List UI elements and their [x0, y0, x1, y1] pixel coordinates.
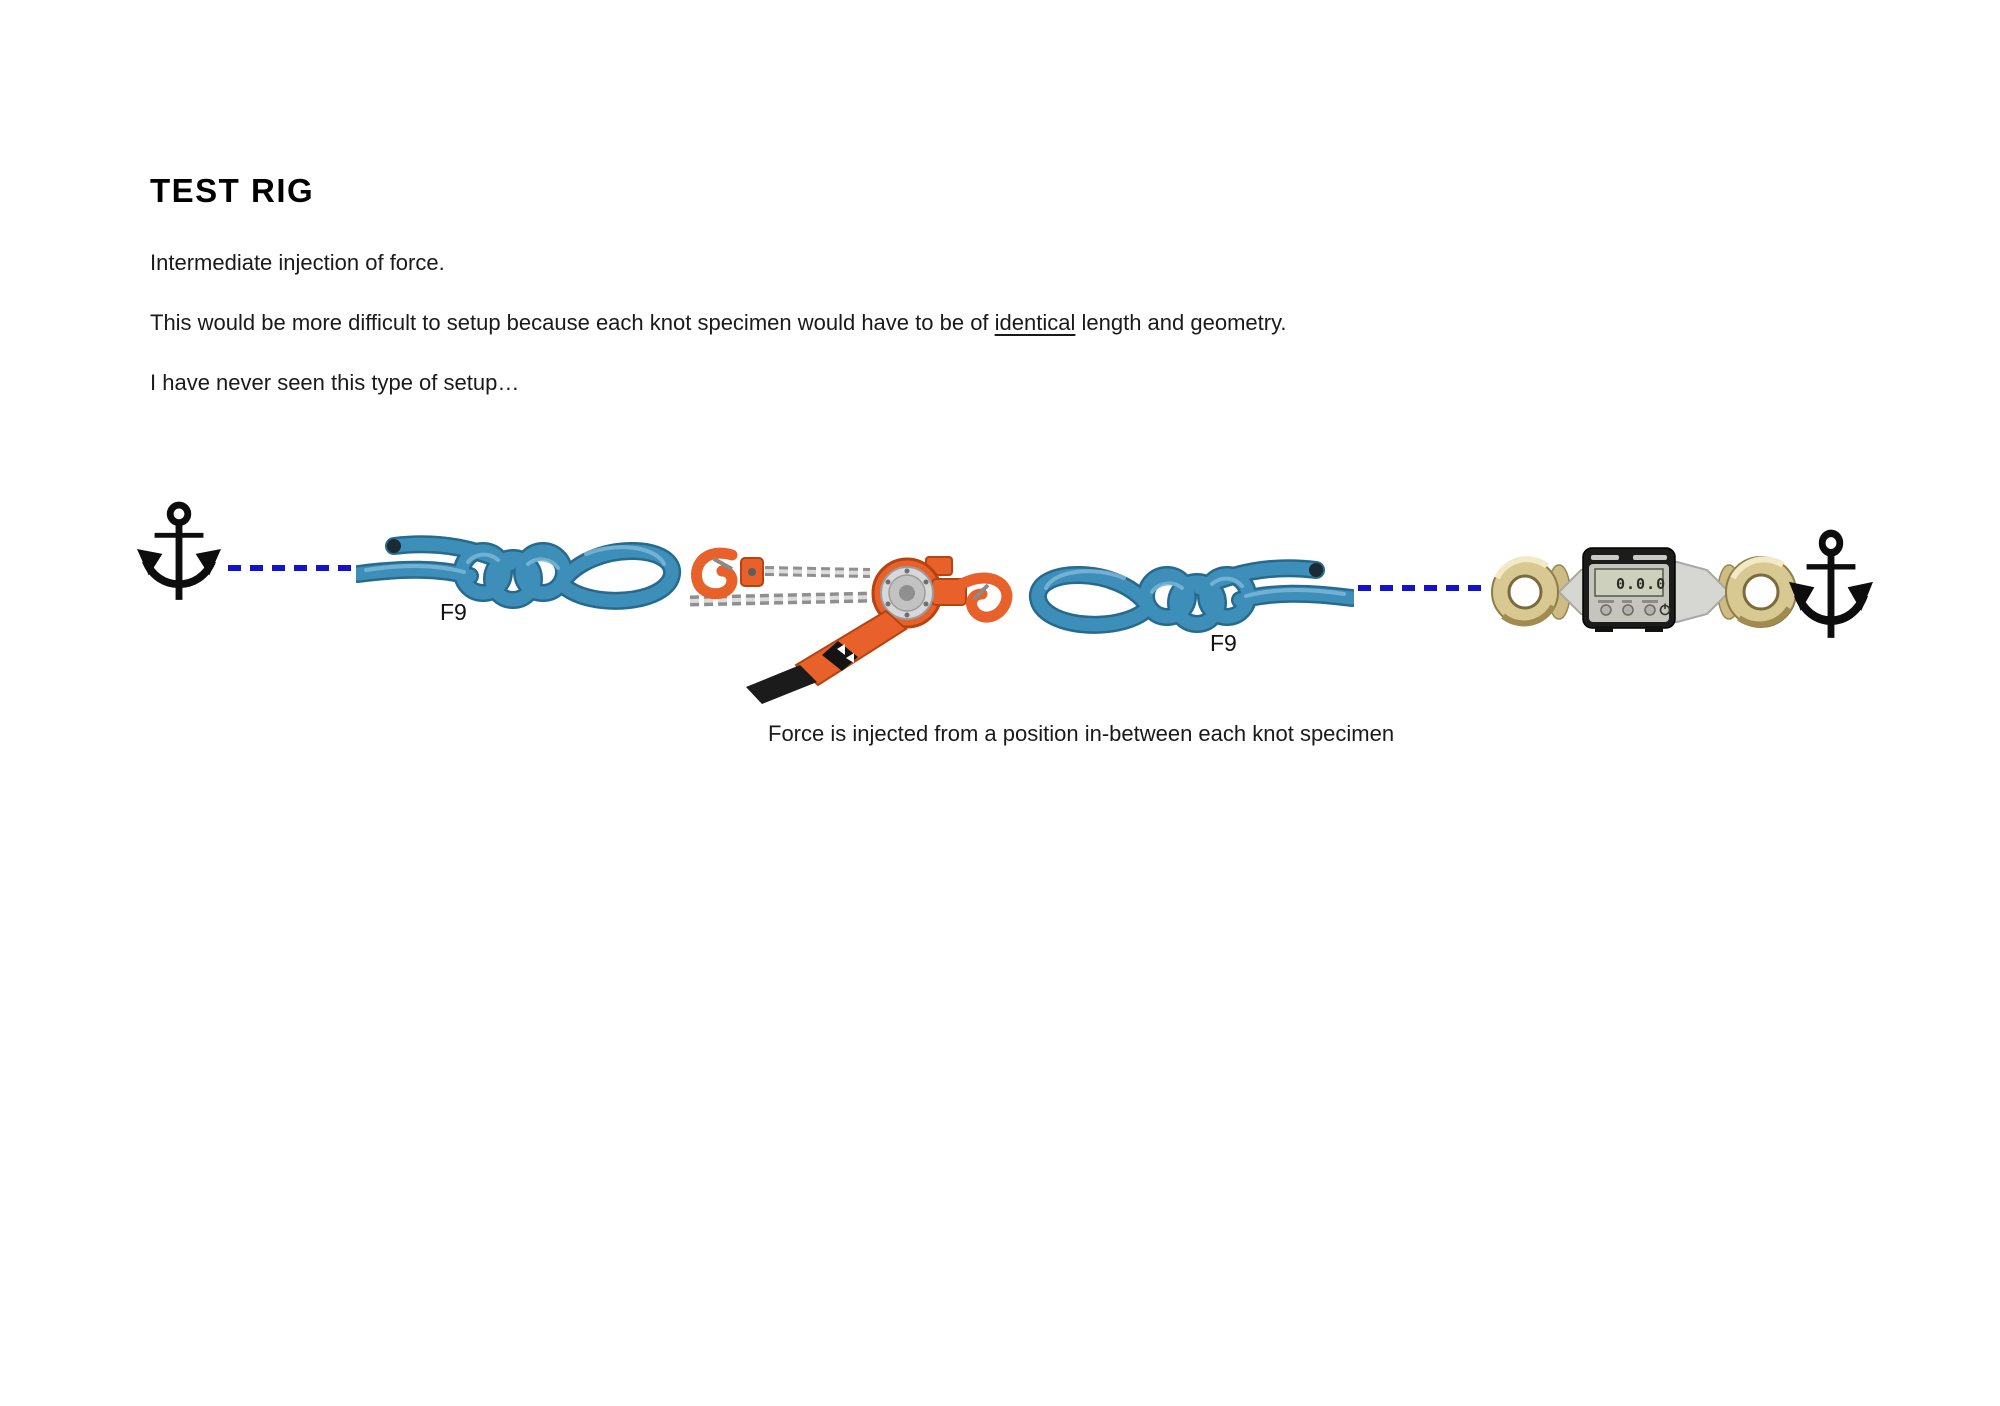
- paragraph-intermediate: Intermediate injection of force.: [150, 250, 445, 275]
- rope-highlight-layer: [364, 545, 666, 574]
- hoist-right-hook: [954, 572, 1013, 623]
- dyno-lcd: [1594, 568, 1664, 597]
- rope-highlight-layer: [1044, 569, 1346, 598]
- dyno-right-eye: [1725, 556, 1797, 628]
- hoist-left-hook: [691, 547, 764, 600]
- paragraph-difficulty-start: This would be more difficult to setup be…: [150, 310, 995, 335]
- anchor-left-icon: [136, 501, 222, 600]
- diagram-caption: Force is injected from a position in-bet…: [768, 721, 1395, 746]
- dyno-brand-text-left: [1591, 555, 1619, 560]
- knot-left-label: F9: [440, 599, 467, 625]
- rope-dashed-line-left: [228, 565, 359, 571]
- rope-end-cap: [387, 539, 401, 553]
- power-icon: [1659, 603, 1671, 616]
- knot-right-label: F9: [1210, 630, 1237, 656]
- anchor-right-icon: [1788, 529, 1874, 638]
- hoist-chain: [689, 566, 875, 607]
- rope-dashed-line-right: [1358, 585, 1481, 591]
- dyno-buttons: [1598, 600, 1671, 616]
- paragraph-difficulty-end: length and geometry.: [1075, 310, 1287, 335]
- dyno-display-unit: 0.0.0: [1582, 547, 1676, 632]
- page-title: TEST RIG: [150, 172, 315, 209]
- hoist-handle: [746, 665, 817, 704]
- paragraph-never-seen: I have never seen this type of setup…: [150, 370, 520, 395]
- figure9-knot-right-icon: [1029, 559, 1354, 634]
- load-cell-dynamometer-icon: 0.0.0: [1491, 547, 1797, 632]
- paragraph-difficulty: This would be more difficult to setup be…: [150, 310, 1287, 336]
- dyno-lcd-reading: 0.0.0: [1616, 575, 1666, 593]
- figure9-knot-left-icon: [356, 535, 681, 610]
- hoist-lever-arm: [794, 609, 908, 687]
- underlined-word-identical: identical: [994, 310, 1076, 335]
- dyno-left-eye: [1491, 556, 1559, 627]
- dyno-brand-text-right: [1633, 555, 1667, 560]
- rope-end-cap: [1309, 563, 1323, 577]
- lever-chain-hoist-icon: [689, 547, 1013, 704]
